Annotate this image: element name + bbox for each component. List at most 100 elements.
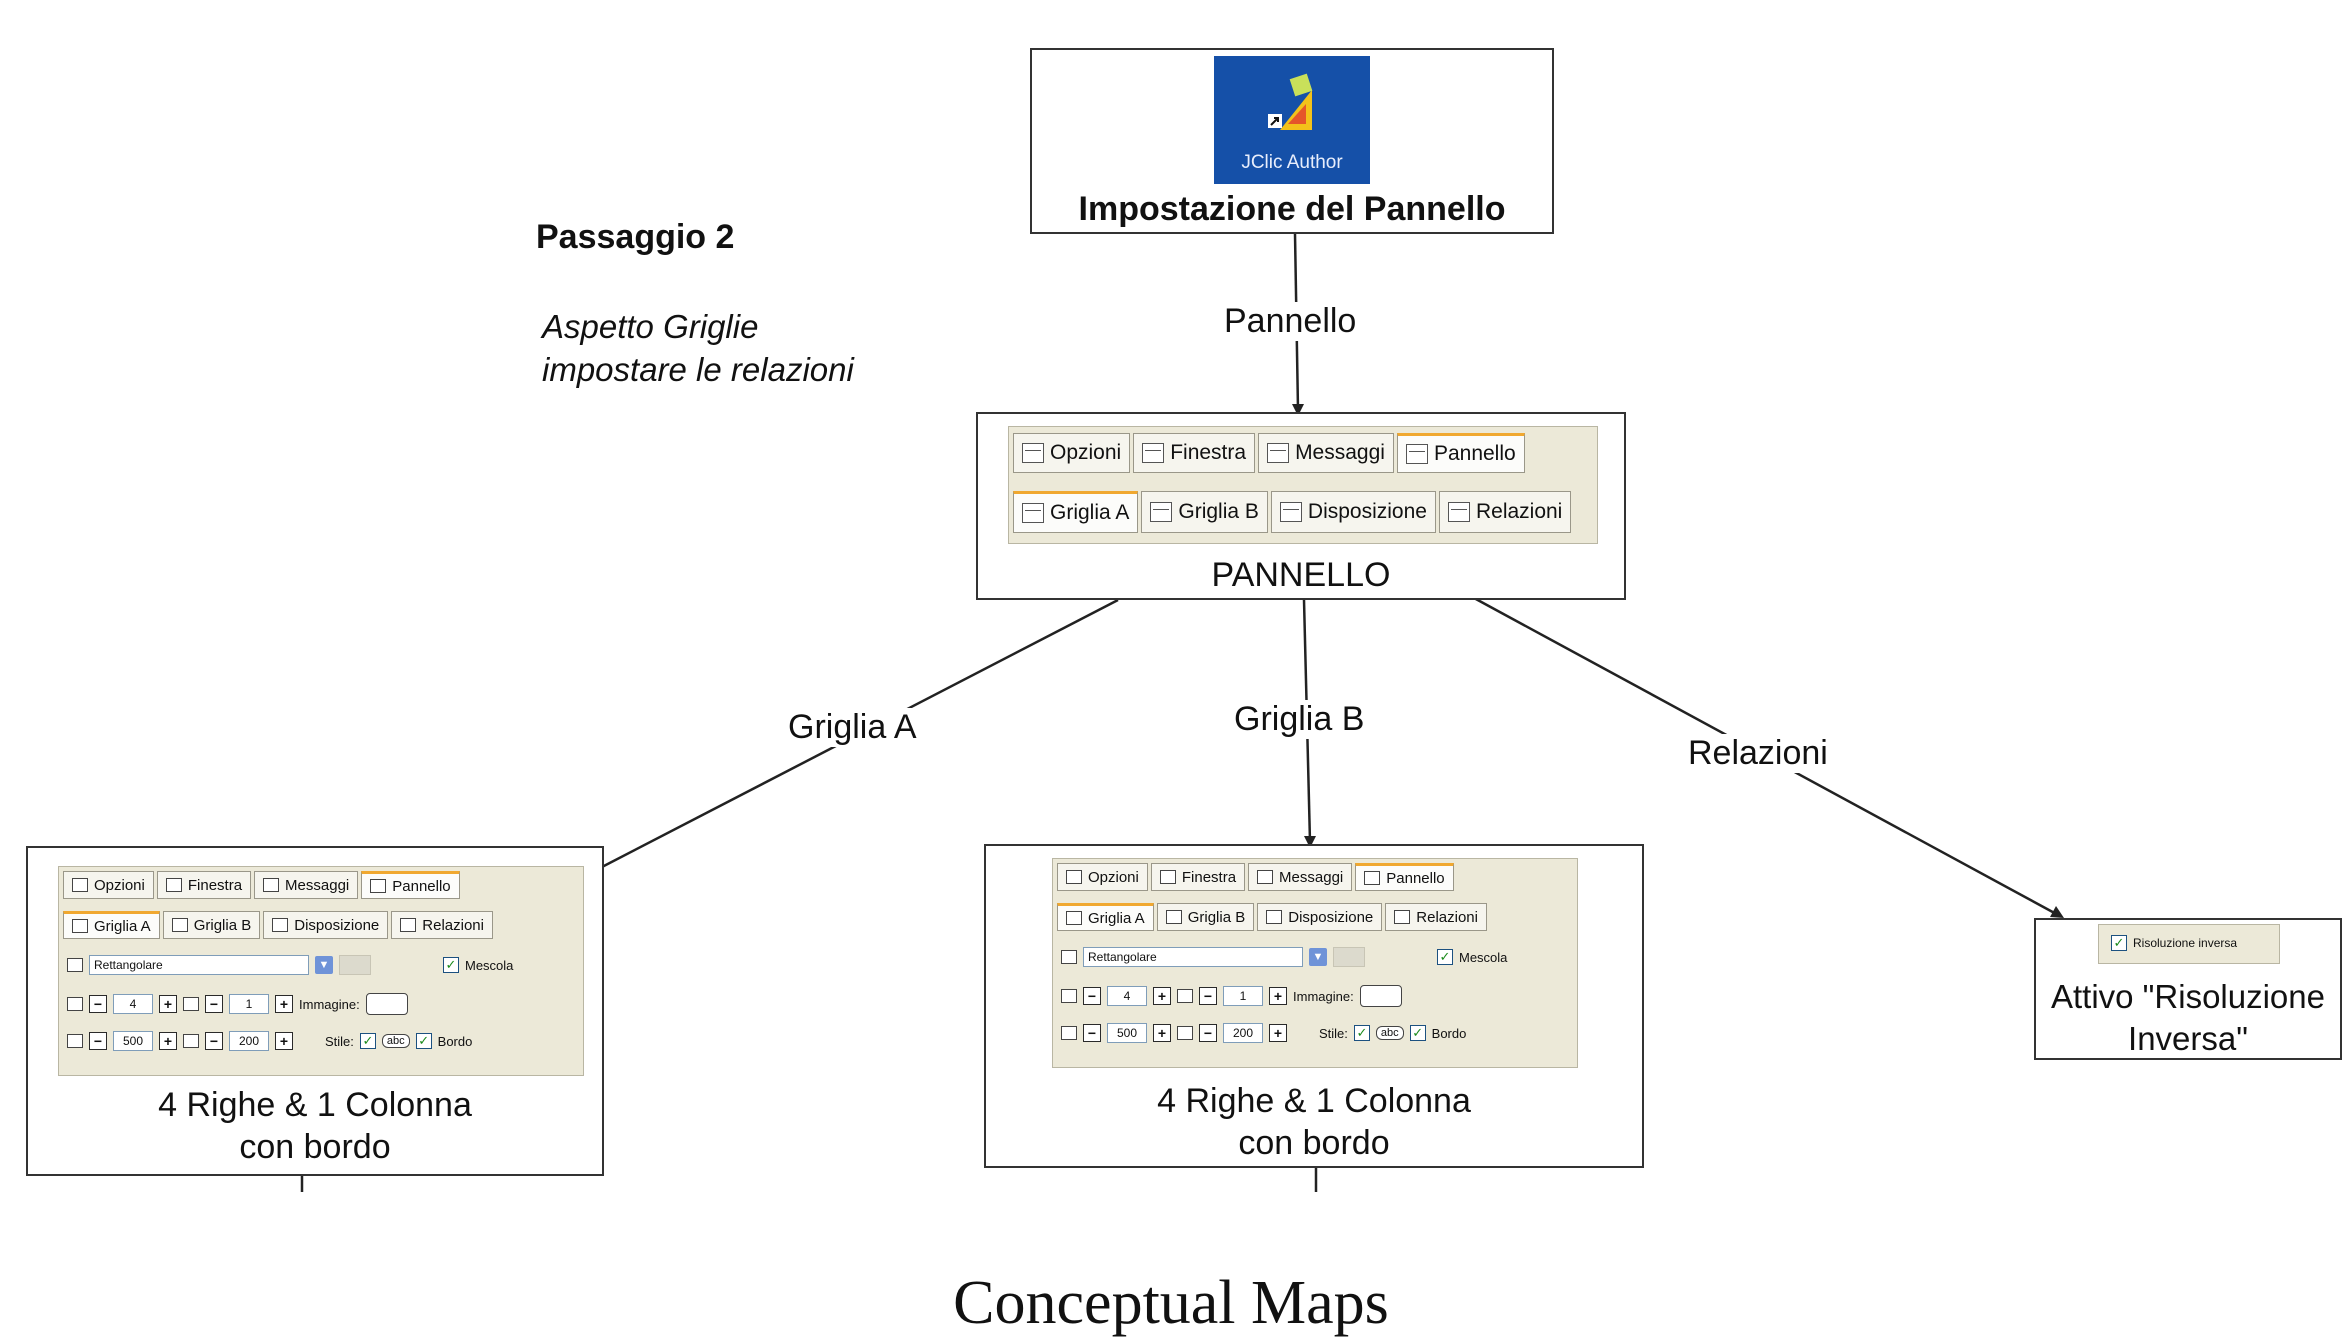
width-field[interactable]: 500 (1107, 1023, 1147, 1043)
width-icon (67, 1034, 83, 1048)
image-label: Immagine: (299, 996, 360, 1012)
rows-increment-button[interactable]: + (1153, 987, 1171, 1005)
subtab-griglia-b[interactable]: Griglia B (162, 911, 261, 939)
tab-finestra[interactable]: Finestra (156, 871, 252, 899)
subtab-griglia-b[interactable]: Griglia B (1156, 903, 1255, 931)
grid-icon (72, 919, 88, 933)
subtab-griglia-a[interactable]: Griglia A (1057, 903, 1154, 931)
style-checkbox[interactable]: ✓ (359, 1033, 376, 1049)
layout-icon (272, 918, 289, 932)
root-caption: Impostazione del Pannello (1078, 190, 1506, 228)
style-button[interactable]: abc (381, 1034, 410, 1048)
cols-decrement-button[interactable]: − (1199, 987, 1217, 1005)
subtab-griglia-a[interactable]: Griglia A (63, 911, 160, 939)
image-picker[interactable] (365, 993, 408, 1015)
width-field[interactable]: 500 (113, 1031, 153, 1051)
grid-b-caption-line2: con bordo (1238, 1124, 1390, 1162)
height-field[interactable]: 200 (1223, 1023, 1263, 1043)
cols-increment-button[interactable]: + (275, 995, 293, 1013)
subtab-relazioni[interactable]: Relazioni (1385, 903, 1487, 931)
dropdown-arrow-icon[interactable]: ▼ (315, 956, 333, 974)
rows-field[interactable]: 4 (1107, 986, 1147, 1006)
panel-icon (1364, 871, 1381, 885)
image-label: Immagine: (1293, 988, 1354, 1004)
inverse-resolution-checkbox[interactable]: ✓ (2111, 935, 2127, 951)
cols-field[interactable]: 1 (1223, 986, 1263, 1006)
shape-options-button[interactable] (1333, 947, 1365, 967)
width-decrement-button[interactable]: − (89, 1032, 107, 1050)
shuffle-checkbox[interactable]: ✓ (443, 957, 459, 973)
height-decrement-button[interactable]: − (1199, 1024, 1217, 1042)
height-value: 200 (238, 1034, 260, 1048)
tab-messaggi[interactable]: Messaggi (254, 871, 359, 899)
panel-caption: PANNELLO (1211, 556, 1391, 594)
tab-pannello[interactable]: Pannello (1396, 433, 1525, 473)
messages-icon (1257, 870, 1274, 884)
grid-b-tabs: Opzioni Finestra Messaggi Pannello (1057, 863, 1454, 891)
tab-messaggi[interactable]: Messaggi (1258, 433, 1394, 473)
height-increment-button[interactable]: + (275, 1032, 293, 1050)
shape-value: Rettangolare (94, 958, 163, 972)
tab-opzioni[interactable]: Opzioni (1013, 433, 1131, 473)
dropdown-arrow-icon[interactable]: ▼ (1309, 948, 1327, 966)
subtab-label: Disposizione (1288, 908, 1374, 926)
width-value: 500 (122, 1034, 144, 1048)
rows-decrement-button[interactable]: − (1083, 987, 1101, 1005)
width-decrement-button[interactable]: − (1083, 1024, 1101, 1042)
cols-field[interactable]: 1 (229, 994, 269, 1014)
shuffle-checkbox[interactable]: ✓ (1437, 949, 1453, 965)
tab-finestra[interactable]: Finestra (1133, 433, 1256, 473)
border-label: Bordo (1431, 1025, 1467, 1041)
width-increment-button[interactable]: + (1153, 1024, 1171, 1042)
tab-opzioni[interactable]: Opzioni (63, 871, 154, 899)
subtab-label: Griglia B (193, 916, 252, 934)
grid-b-node: Opzioni Finestra Messaggi Pannello Grigl… (984, 844, 1644, 1168)
height-increment-button[interactable]: + (1269, 1024, 1287, 1042)
inverse-resolution-label: Risoluzione inversa (2133, 936, 2238, 950)
subtab-relazioni[interactable]: Relazioni (1438, 491, 1572, 533)
tab-pannello[interactable]: Pannello (1355, 863, 1454, 891)
tab-messaggi[interactable]: Messaggi (1248, 863, 1353, 891)
tab-finestra[interactable]: Finestra (1150, 863, 1246, 891)
cols-value: 1 (1239, 989, 1247, 1003)
grid-b-subtabs: Griglia A Griglia B Disposizione Relazio… (1057, 903, 1487, 931)
image-picker[interactable] (1359, 985, 1402, 1007)
tab-pannello[interactable]: Pannello (361, 871, 460, 899)
relations-screenshot: ✓ Risoluzione inversa (2098, 924, 2280, 964)
shape-icon (67, 958, 83, 972)
tab-opzioni[interactable]: Opzioni (1057, 863, 1148, 891)
subtab-relazioni[interactable]: Relazioni (391, 911, 493, 939)
height-decrement-button[interactable]: − (205, 1032, 223, 1050)
swap-arrows-icon (1394, 910, 1411, 924)
step-subtitle-line2: impostare le relazioni (542, 351, 854, 388)
shape-select[interactable]: Rettangolare (1083, 947, 1303, 967)
subtab-disposizione[interactable]: Disposizione (263, 911, 389, 939)
subtab-disposizione[interactable]: Disposizione (1257, 903, 1383, 931)
cols-increment-button[interactable]: + (1269, 987, 1287, 1005)
border-label: Bordo (437, 1033, 473, 1049)
border-checkbox[interactable]: ✓ (1409, 1025, 1426, 1041)
subtab-griglia-b[interactable]: Griglia B (1141, 491, 1268, 533)
relations-caption-line1: Attivo "Risoluzione (2050, 978, 2325, 1015)
style-button[interactable]: abc (1375, 1026, 1404, 1040)
subtab-griglia-a[interactable]: Griglia A (1013, 491, 1139, 533)
rows-field[interactable]: 4 (113, 994, 153, 1014)
subtab-disposizione[interactable]: Disposizione (1270, 491, 1436, 533)
style-checkbox[interactable]: ✓ (1353, 1025, 1370, 1041)
shape-select[interactable]: Rettangolare (89, 955, 309, 975)
cols-decrement-button[interactable]: − (205, 995, 223, 1013)
layout-icon (1266, 910, 1283, 924)
swap-arrows-icon (1447, 502, 1470, 522)
rows-decrement-button[interactable]: − (89, 995, 107, 1013)
rows-value: 4 (129, 997, 137, 1011)
tab-label: Opzioni (94, 876, 145, 894)
grid-icon (171, 918, 188, 932)
shuffle-label: Mescola (465, 957, 514, 973)
width-increment-button[interactable]: + (159, 1032, 177, 1050)
shape-options-button[interactable] (339, 955, 371, 975)
height-field[interactable]: 200 (229, 1031, 269, 1051)
border-checkbox[interactable]: ✓ (415, 1033, 432, 1049)
relations-caption-line2: Inversa" (2128, 1020, 2248, 1057)
rows-increment-button[interactable]: + (159, 995, 177, 1013)
subtab-label: Relazioni (422, 916, 484, 934)
